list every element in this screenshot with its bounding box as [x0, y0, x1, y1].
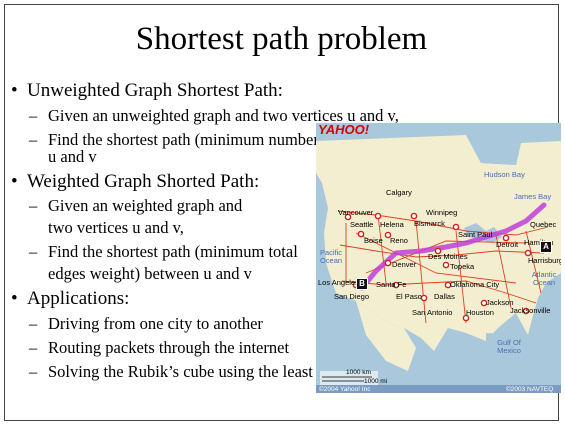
item-text-continued: two vertices u and v,	[48, 218, 184, 237]
dash-glyph: –	[29, 196, 38, 215]
scale-background	[320, 371, 378, 385]
city-label: Hamilton	[524, 238, 554, 247]
slide: Shortest path problem • Unweighted Graph…	[4, 4, 561, 421]
item-text: Driving from one city to another	[48, 314, 263, 333]
great-lakes-shape	[464, 223, 502, 243]
map-graphic	[316, 129, 561, 393]
city-label: Detroit	[496, 240, 519, 249]
city-label: Winnipeg	[426, 208, 458, 217]
city-label: Harrisburg	[528, 256, 561, 265]
scale-km-label: 1000 km	[346, 369, 371, 376]
city-label: Des Moines	[428, 252, 468, 261]
city-label: Bismarck	[414, 219, 445, 228]
route-start-marker: A	[540, 241, 552, 253]
city-label: Santa Fe	[376, 280, 407, 289]
water-label: Gulf Of Mexico	[497, 338, 521, 355]
water-label: Pacific Ocean	[319, 248, 343, 265]
city-label: Helena	[380, 220, 404, 229]
section-heading-weighted: Weighted Graph Shorted Path:	[27, 171, 260, 192]
dash-glyph: –	[29, 106, 38, 125]
water-label: James Bay	[514, 192, 552, 201]
dash-glyph: –	[29, 242, 38, 261]
city-label: Oklahoma City	[450, 280, 500, 289]
city-label: Reno	[390, 236, 408, 245]
route-map-image: YAHOO! Hudson Bay James Bay Pacific Ocea…	[316, 123, 561, 393]
dash-glyph: –	[29, 130, 38, 149]
item-text: Given an unweighted graph and two vertic…	[48, 106, 399, 125]
dash-glyph: –	[29, 362, 38, 381]
section-heading-applications: Applications:	[27, 288, 130, 309]
hudson-bay-shape	[466, 129, 521, 165]
city-label: Calgary	[386, 188, 412, 197]
city-label: Jacksonville	[510, 306, 551, 315]
city-label: San Diego	[334, 292, 370, 301]
city-label: Houston	[466, 308, 494, 317]
copyright-strip	[316, 385, 561, 393]
city-label: Jackson	[486, 298, 514, 307]
dash-glyph: –	[29, 314, 38, 333]
copyright-yahoo: ©2004 Yahoo! Inc	[319, 386, 371, 393]
gulf-shape	[486, 333, 526, 373]
route-end-marker: B	[356, 278, 368, 290]
city-label: Vancouver	[338, 208, 374, 217]
item-text: Find the shortest path (minimum total	[48, 242, 298, 261]
land-shape	[316, 135, 561, 351]
city-label: Topeka	[450, 262, 475, 271]
city-label: Dallas	[434, 292, 455, 301]
slide-title: Shortest path problem	[135, 21, 428, 57]
copyright-navteq: ©2003 NAVTEQ	[506, 386, 554, 393]
water-label: Hudson Bay	[484, 170, 525, 179]
city-label: Boise	[364, 236, 383, 245]
city-label: Seattle	[350, 220, 374, 229]
scale-bar	[322, 376, 372, 382]
section-heading-unweighted: Unweighted Graph Shortest Path:	[27, 80, 283, 101]
bullet-glyph: •	[11, 171, 18, 192]
item-text: Routing packets through the internet	[48, 338, 290, 357]
city-label: Saint Paul	[458, 230, 493, 239]
scale-mi-label: 1000 mi	[364, 378, 388, 385]
city-label: San Antonio	[412, 308, 453, 317]
city-label: Los Angeles	[318, 278, 359, 287]
city-label: Denver	[392, 260, 417, 269]
city-label: El Paso	[396, 292, 422, 301]
water-label: Atlantic Ocean	[531, 270, 557, 287]
item-text: Given an weighted graph and	[48, 196, 243, 215]
city-label: Quebec	[530, 220, 557, 229]
item-text-continued: u and v	[48, 147, 97, 166]
yahoo-logo: YAHOO!	[318, 123, 370, 137]
bullet-glyph: •	[11, 288, 18, 309]
mexico-shape	[356, 301, 416, 371]
dash-glyph: –	[29, 338, 38, 357]
item-text-continued: edges weight) between u and v	[48, 264, 252, 283]
bullet-glyph: •	[11, 80, 18, 101]
road-network	[337, 210, 549, 324]
